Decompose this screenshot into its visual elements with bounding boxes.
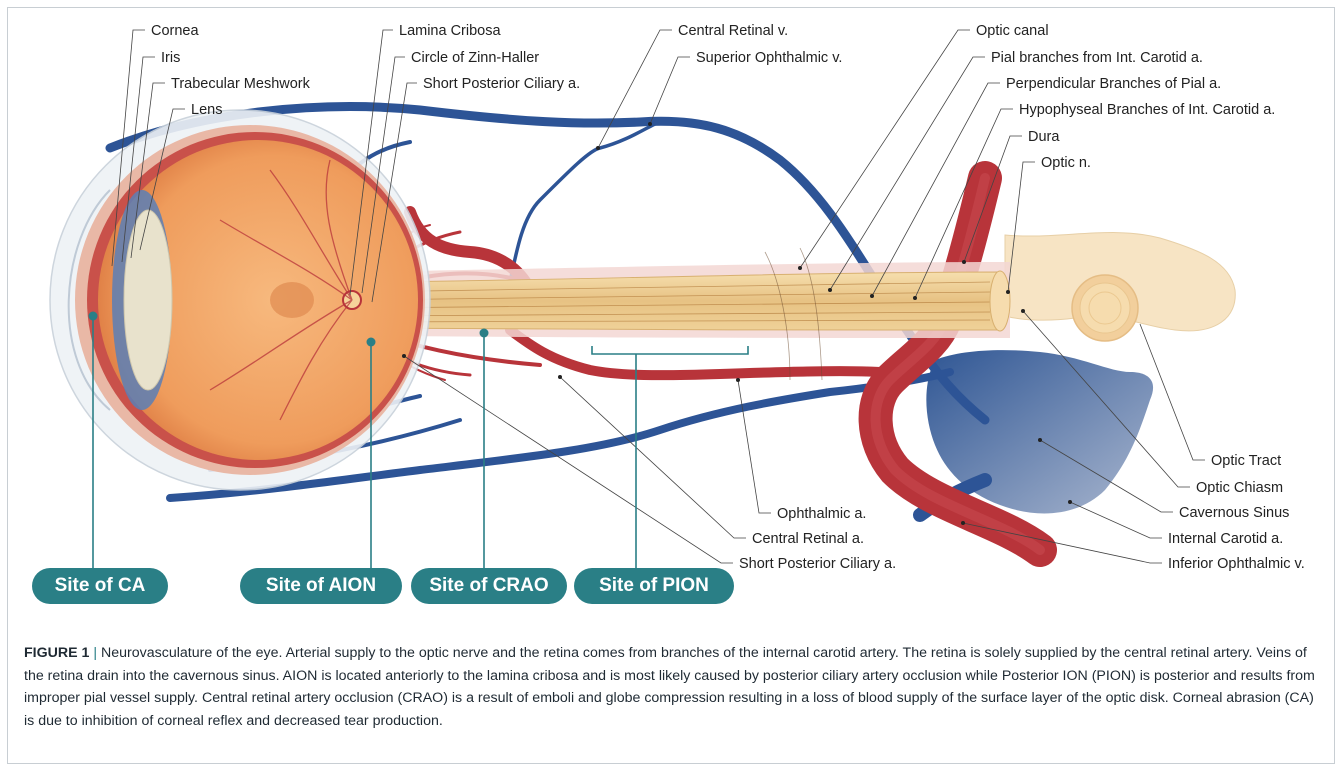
label-lamina-cribosa: Lamina Cribosa [399,23,501,39]
label-ophthalmic-a: Ophthalmic a. [777,506,866,522]
eyeball [50,110,430,490]
label-iris: Iris [161,50,180,66]
label-inferior-ophthalmic-v: Inferior Ophthalmic v. [1168,556,1305,572]
pion-bracket [592,346,748,354]
figure-label: FIGURE 1 [24,645,89,661]
label-pial-branches: Pial branches from Int. Carotid a. [991,50,1203,66]
lens [124,210,172,390]
label-short-posterior-ciliary-top: Short Posterior Ciliary a. [423,76,580,92]
optic-chiasm [1005,233,1235,341]
figure-caption: FIGURE 1 | Neurovasculature of the eye. … [24,642,1324,732]
macula [270,282,314,318]
label-superior-ophthalmic-v: Superior Ophthalmic v. [696,50,842,66]
optic-nerve [345,262,1010,338]
label-short-posterior-ciliary-bottom: Short Posterior Ciliary a. [739,556,896,572]
label-dura: Dura [1028,129,1060,145]
label-internal-carotid: Internal Carotid a. [1168,531,1283,547]
label-optic-canal: Optic canal [976,23,1049,39]
label-central-retinal-a: Central Retinal a. [752,531,864,547]
label-trabecular-meshwork: Trabecular Meshwork [171,76,311,92]
label-hypophyseal-branches: Hypophyseal Branches of Int. Carotid a. [1019,102,1275,118]
eye-neurovasculature-diagram: Cornea Iris Trabecular Meshwork Lens Lam… [0,0,1344,640]
label-perpendicular-branches: Perpendicular Branches of Pial a. [1006,76,1221,92]
label-circle-zinn-haller: Circle of Zinn-Haller [411,50,539,66]
site-of-crao-button[interactable]: Site of CRAO [411,568,567,604]
figure-separator: | [93,645,97,661]
label-lens: Lens [191,102,222,118]
label-optic-chiasm: Optic Chiasm [1196,480,1283,496]
label-optic-n: Optic n. [1041,155,1091,171]
site-of-ca-button[interactable]: Site of CA [32,568,168,604]
label-cornea: Cornea [151,23,199,39]
figure-caption-text: Neurovasculature of the eye. Arterial su… [24,645,1315,729]
site-of-aion-button[interactable]: Site of AION [240,568,402,604]
site-of-pion-button[interactable]: Site of PION [574,568,734,604]
label-optic-tract: Optic Tract [1211,453,1281,469]
label-central-retinal-v: Central Retinal v. [678,23,788,39]
label-cavernous-sinus: Cavernous Sinus [1179,505,1289,521]
